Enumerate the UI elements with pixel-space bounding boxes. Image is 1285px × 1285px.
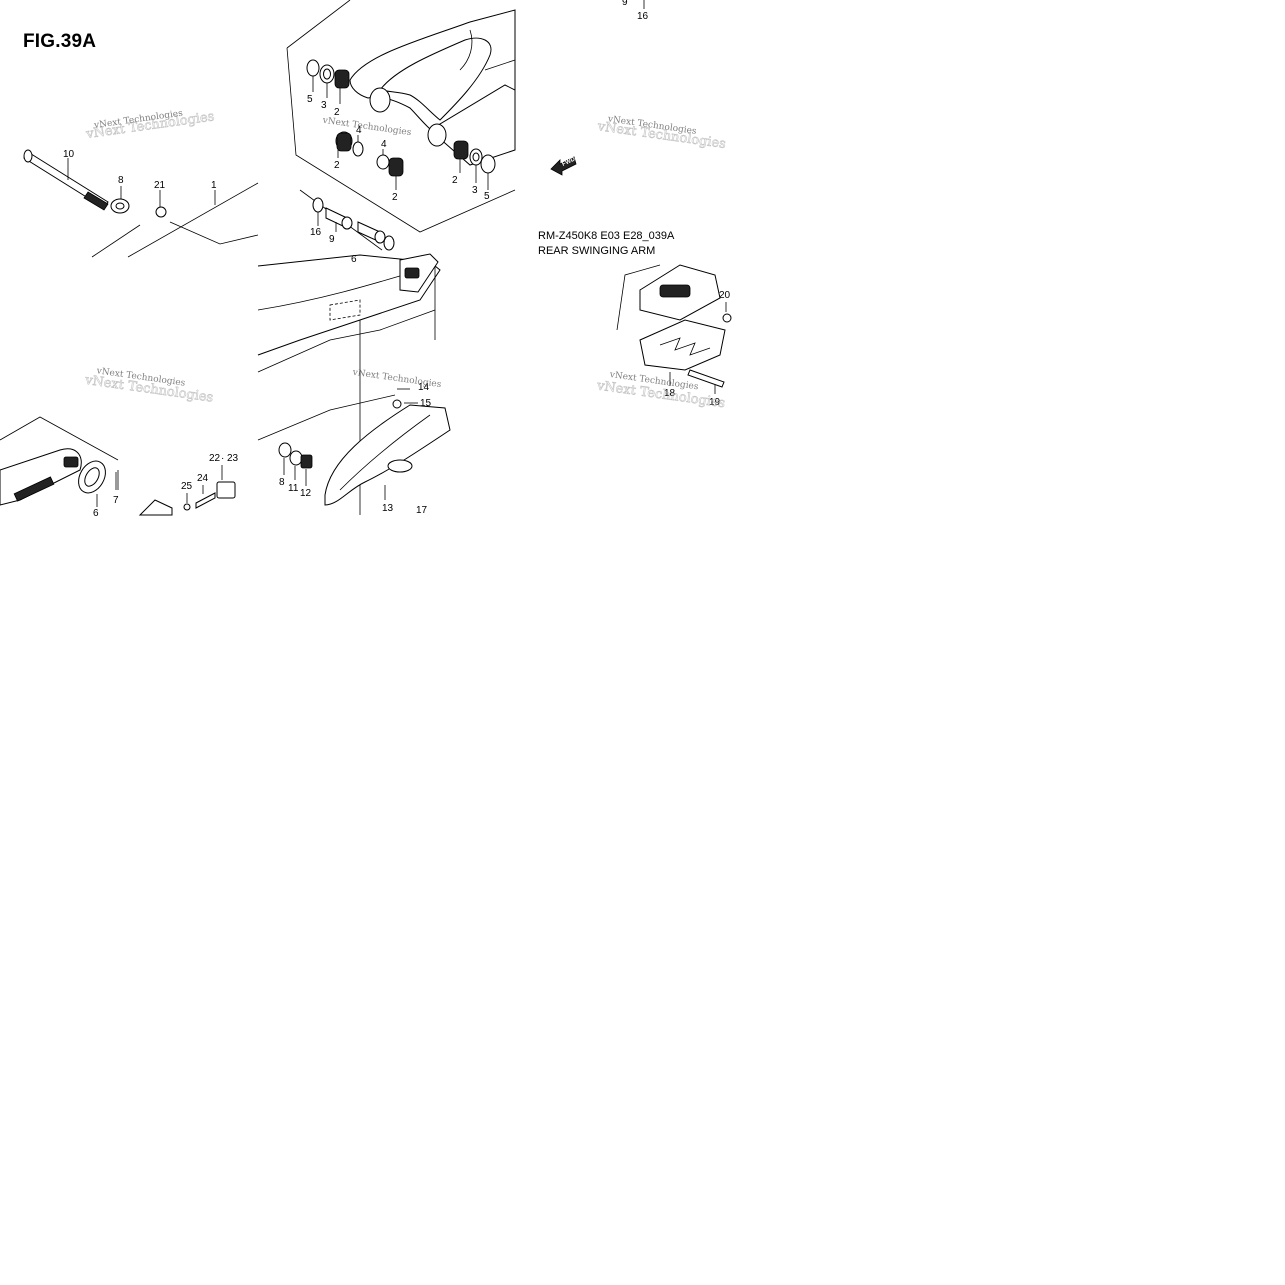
callout-18: 18 xyxy=(664,388,676,399)
callout-9: 9 xyxy=(329,234,335,245)
callout-22: 22 xyxy=(209,453,221,464)
callout-23: 23 xyxy=(227,453,239,464)
figure-title: FIG.39A xyxy=(23,31,97,52)
callout-25: 25 xyxy=(181,481,193,492)
watermarks: vNext Technologies vNext Technologies vN… xyxy=(83,109,727,412)
fwd-arrow-icon: FWD xyxy=(550,156,577,176)
callout-15: 15 xyxy=(420,398,432,409)
callout-13: 13 xyxy=(382,503,394,514)
callout-2: 2 xyxy=(334,160,340,171)
callout-14: 14 xyxy=(418,382,430,393)
callout-4: 4 xyxy=(356,125,362,136)
callout-1: 1 xyxy=(211,180,217,191)
callout-21: 21 xyxy=(154,180,166,191)
pivot-shaft xyxy=(23,149,167,218)
chain-guide xyxy=(616,264,732,388)
watermark: vNext Technologies xyxy=(351,368,442,391)
pivot-bearings-right xyxy=(453,140,496,174)
leader-lines xyxy=(67,0,727,507)
callout-16: 16 xyxy=(637,11,649,22)
callout-5: 5 xyxy=(307,94,313,105)
fwd-label: FWD xyxy=(561,156,577,167)
callout-8: 8 xyxy=(279,477,285,488)
callout-2: 2 xyxy=(334,107,340,118)
swingarm-pivot-assembly xyxy=(286,0,516,251)
callout-6: 6 xyxy=(93,508,99,519)
callout-12: 12 xyxy=(300,488,312,499)
callout-5: 5 xyxy=(484,191,490,202)
callout-16: 16 xyxy=(310,227,322,238)
callout-4: 4 xyxy=(381,139,387,150)
callout-3: 3 xyxy=(321,100,327,111)
callout-9: 9 xyxy=(622,0,628,8)
svg-text:·: · xyxy=(221,453,224,464)
callout-3: 3 xyxy=(472,185,478,196)
callout-2: 2 xyxy=(452,175,458,186)
callout-6: 6 xyxy=(351,254,357,265)
watermark: vNext Technologies xyxy=(321,116,412,139)
chain-adjuster-assembly xyxy=(0,416,236,516)
callout-17: 17 xyxy=(416,505,428,516)
callout-2: 2 xyxy=(392,192,398,203)
callout-11: 11 xyxy=(288,483,299,494)
callout-8: 8 xyxy=(118,175,124,186)
figure-name: REAR SWINGING ARM xyxy=(538,245,656,257)
callout-7: 7 xyxy=(113,495,119,506)
figure-code: RM-Z450K8 E03 E28_039A xyxy=(538,230,675,242)
callout-numbers: 1 2 2 2 2 3 3 4 4 5 5 6 6 7 8 8 9 9 10 1… xyxy=(63,0,731,519)
chain-slider xyxy=(257,394,451,506)
pivot-collars xyxy=(312,197,395,251)
callout-10: 10 xyxy=(63,149,75,160)
callout-24: 24 xyxy=(197,473,209,484)
callout-20: 20 xyxy=(719,290,731,301)
callout-19: 19 xyxy=(709,397,721,408)
